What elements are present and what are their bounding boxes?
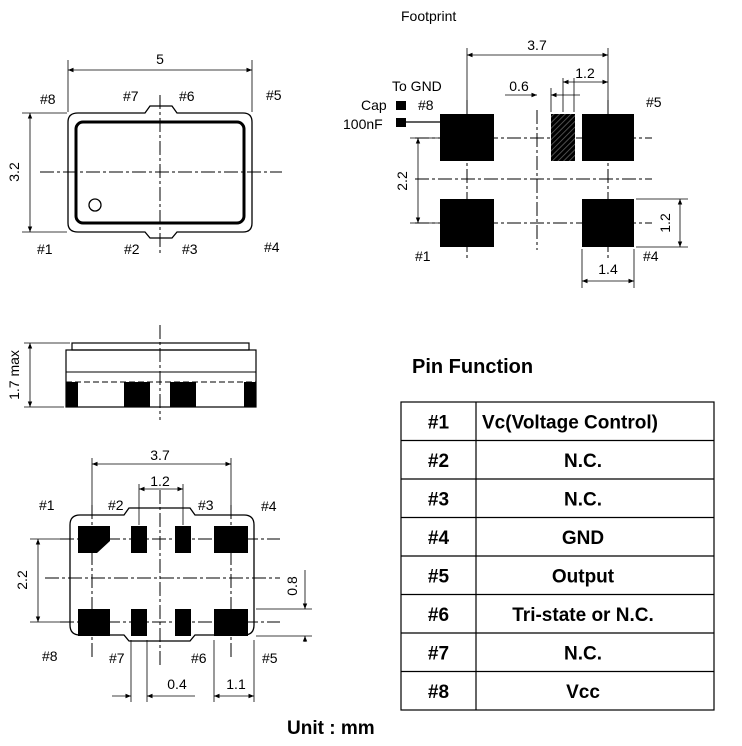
pin-number-cell: #1 [428, 412, 450, 433]
fp-gap-dim: 0.6 [509, 78, 529, 94]
fp-pin-1: #1 [415, 248, 431, 264]
pin-function-cell: Tri-state or N.C. [512, 605, 653, 626]
top-pin-5: #5 [266, 87, 282, 103]
side-pad-1 [66, 382, 78, 407]
pin-function-title: Pin Function [412, 356, 533, 378]
top-pin-2: #2 [124, 241, 140, 257]
side-pad-4 [244, 382, 256, 407]
top-pin-3: #3 [182, 241, 198, 257]
bottom-pad-3 [175, 526, 191, 553]
table-row: #3 N.C. [428, 489, 602, 510]
fp-pitch-dim: 1.2 [575, 65, 595, 81]
bottom-pad-1 [78, 526, 110, 553]
top-height-dim: 3.2 [6, 162, 22, 182]
top-pin-8: #8 [40, 91, 56, 107]
bottom-pad-4 [214, 526, 248, 553]
cap-value-label: 100nF [343, 116, 383, 132]
pin-function-cell: Vc(Voltage Control) [482, 412, 658, 433]
bottom-pin-6: #6 [191, 650, 207, 666]
pin-number-cell: #4 [428, 528, 450, 549]
table-row: #4 GND [428, 528, 604, 549]
bottom-pad-8 [78, 609, 110, 636]
pin-function-cell: N.C. [564, 451, 602, 472]
bottom-pad-6 [175, 609, 191, 636]
footprint-view: Footprint To GND Cap 100nF #8 #5 #1 #4 3… [343, 8, 688, 288]
footprint-pad-5 [582, 114, 634, 161]
pin-number-cell: #2 [428, 451, 449, 472]
bottom-pin-1: #1 [39, 497, 55, 513]
footprint-pad-4 [582, 199, 634, 247]
fp-vertical-dim: 2.2 [394, 171, 410, 191]
pin-function-cell: N.C. [564, 643, 602, 664]
fp-pin-8: #8 [418, 97, 434, 113]
footprint-title: Footprint [401, 8, 456, 24]
top-pin-6: #6 [179, 88, 195, 104]
bottom-pad-7 [131, 609, 147, 636]
bottom-pin-5: #5 [262, 650, 278, 666]
top-view-outline [67, 105, 253, 239]
bottom-pin-2: #2 [108, 497, 124, 513]
table-row: #2 N.C. [428, 451, 602, 472]
bottom-vertical-dim: 2.2 [14, 570, 30, 590]
fp-pad-height-dim: 1.2 [657, 213, 673, 233]
cap-label: Cap [361, 97, 387, 113]
bottom-total-dim: 3.7 [150, 447, 170, 463]
top-width-dim: 5 [156, 51, 164, 67]
pin-function-cell: GND [562, 528, 604, 549]
side-pad-3 [170, 382, 196, 407]
bottom-view: #1 #2 #3 #4 #8 #7 #6 #5 3.7 1.2 2.2 0.8 … [14, 447, 312, 702]
bottom-pin-4: #4 [261, 498, 277, 514]
capacitor-gnd-terminal [396, 101, 406, 110]
bottom-small-dim: 0.4 [167, 676, 187, 692]
pin-number-cell: #5 [428, 566, 450, 587]
pin-number-cell: #3 [428, 489, 449, 510]
bottom-pad-height-dim: 0.8 [284, 576, 300, 596]
pin-function-cell: Vcc [566, 682, 600, 703]
table-row: #8 Vcc [428, 682, 600, 703]
pin-number-cell: #6 [428, 605, 449, 626]
bottom-pin-8: #8 [42, 648, 58, 664]
top-view: 5 3.2 #8 #7 #6 #5 #1 #2 #3 #4 [6, 51, 282, 257]
pin-function-cell: N.C. [564, 489, 602, 510]
table-row: #7 N.C. [428, 643, 602, 664]
footprint-pad-8 [440, 114, 494, 161]
fp-pin-4: #4 [643, 248, 659, 264]
bottom-pad-2 [131, 526, 147, 553]
top-pin-4: #4 [264, 239, 280, 255]
pin-number-cell: #7 [428, 643, 449, 664]
fp-total-dim: 3.7 [527, 37, 547, 53]
side-view: 1.7 max [6, 325, 257, 420]
pin1-marker [88, 198, 102, 212]
side-height-dim: 1.7 max [6, 350, 22, 400]
table-row: #6 Tri-state or N.C. [428, 605, 654, 626]
table-row: #5 Output [428, 566, 615, 587]
bottom-pad-width-dim: 1.1 [226, 676, 246, 692]
pin-number-cell: #8 [428, 682, 449, 703]
capacitor-vcc-terminal [396, 118, 406, 127]
pin-function-cell: Output [552, 566, 615, 587]
side-body [65, 349, 257, 408]
unit-label: Unit : mm [287, 718, 375, 739]
bottom-pad-5 [214, 609, 248, 636]
top-pin-1: #1 [37, 241, 53, 257]
side-pad-2 [124, 382, 150, 407]
bottom-pin-3: #3 [198, 497, 214, 513]
fp-pin-5: #5 [646, 94, 662, 110]
bottom-pin-7: #7 [109, 650, 125, 666]
to-gnd-label: To GND [392, 78, 442, 94]
top-pin-7: #7 [123, 88, 139, 104]
fp-pad-width-dim: 1.4 [598, 261, 618, 277]
footprint-pad-hatched [551, 114, 575, 161]
table-row: #1 Vc(Voltage Control) [428, 412, 658, 433]
footprint-pad-1 [440, 199, 494, 247]
bottom-inner-dim: 1.2 [150, 473, 170, 489]
